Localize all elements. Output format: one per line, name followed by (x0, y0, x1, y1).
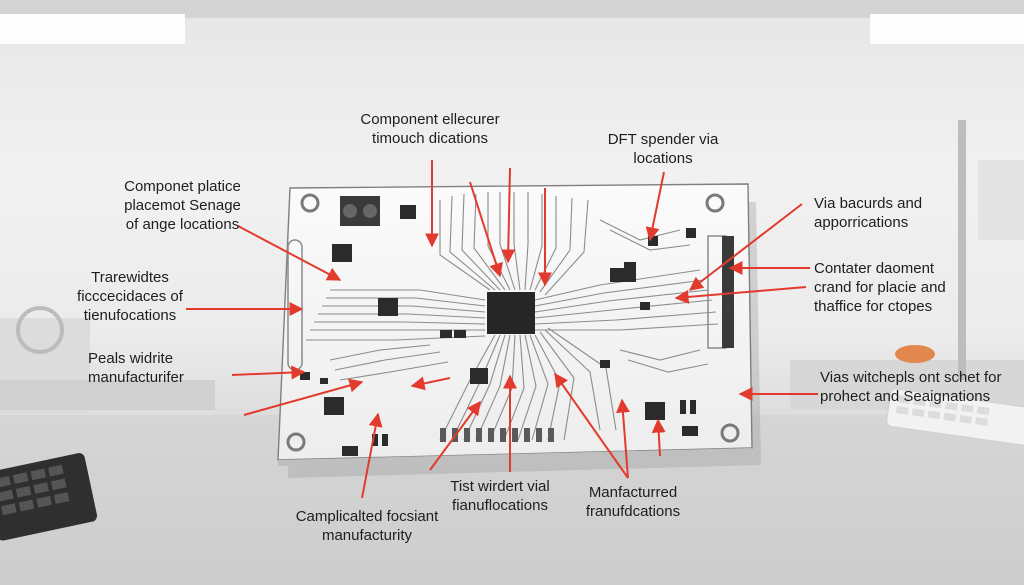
keyboard-left (0, 453, 98, 541)
arrow-manfacturred-2 (615, 398, 630, 479)
lab-stand-pole (958, 120, 966, 380)
arrow-via-backurds (688, 203, 803, 291)
arrow-component-ellecurer-2 (469, 181, 503, 278)
label-manfacturred: Manfacturred franufdcations (585, 484, 681, 520)
label-vias-witchels: Vias witchepls ont schet for prohect and… (820, 369, 1002, 405)
label-peals: Peals widrite manufacturifer (88, 350, 184, 386)
arrow-test-wirdert-3 (410, 376, 451, 391)
orange-tool (895, 345, 935, 363)
mounting-holes (286, 193, 740, 452)
label-component-ellecurer: Component ellecurer timouch dications (360, 111, 500, 147)
pcb-board (277, 183, 753, 466)
label-container: Contater daoment crand for placie and th… (814, 260, 946, 315)
arrow-test-wirdert-2 (429, 400, 481, 471)
arrow-component-ellecurer-3 (501, 167, 516, 264)
keyboard-right (886, 388, 1024, 447)
arrow-complicated (361, 412, 383, 499)
label-test-wirdert: Tist wirdert vial fianuflocations (450, 478, 550, 514)
label-via-backurds: Via bacurds and apporrications (814, 195, 923, 231)
arrow-manfacturred-3 (651, 418, 666, 457)
ceiling-light-left (0, 14, 185, 44)
label-complicated: Camplicalted focsiant manufacturity (295, 508, 439, 544)
arrow-manfacturred (554, 372, 629, 479)
label-dft-spender: DFT spender via locations (607, 131, 719, 167)
label-component-placement: Componet platice placemot Senage of ange… (124, 178, 241, 233)
arrow-dft-spender (645, 171, 665, 242)
annotation-arrows (186, 160, 818, 499)
arrow-peals-2 (243, 378, 364, 416)
pcb-traces (306, 192, 719, 441)
components (300, 196, 698, 456)
main-processor-chip (487, 292, 535, 334)
label-tracewidths: Trarewidtes ficccecidaces of tienufocati… (77, 269, 183, 324)
arrow-container-2 (674, 286, 807, 304)
left-equipment (16, 306, 64, 354)
arrow-component-placement (237, 225, 342, 281)
ceiling-light-right (870, 14, 1024, 44)
arrow-peals-1 (231, 365, 306, 380)
